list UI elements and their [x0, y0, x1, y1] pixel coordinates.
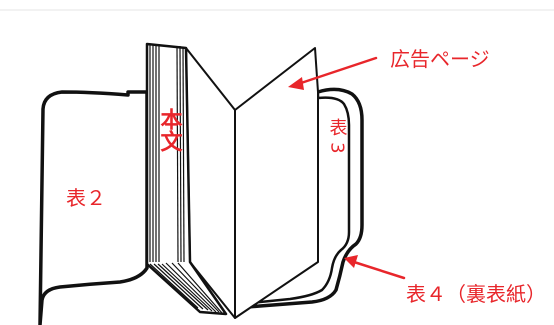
cover-4-arrow	[344, 255, 406, 280]
cover-4-edge	[233, 87, 364, 310]
main-text-label: 本文	[157, 108, 183, 153]
cover-2-flap	[38, 90, 149, 325]
cover-2-label: 表２	[66, 186, 106, 210]
ad-page-arrow	[288, 56, 378, 90]
cover-3-label: 表 3	[327, 118, 348, 153]
text-block	[145, 42, 228, 316]
cover-4-label: 表４（裏表紙）	[406, 282, 546, 306]
ad-page-label: 広告ページ	[390, 47, 490, 71]
